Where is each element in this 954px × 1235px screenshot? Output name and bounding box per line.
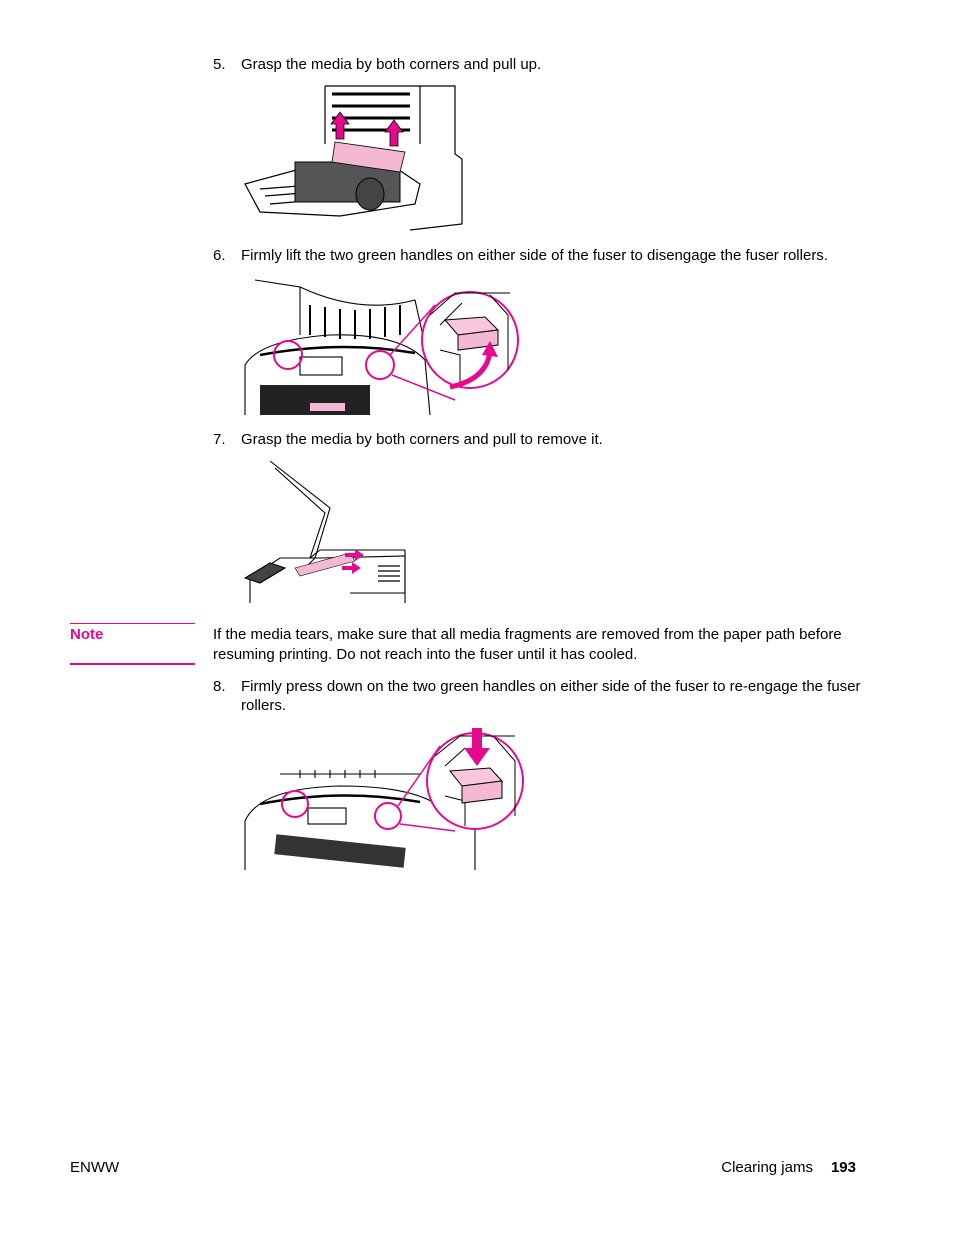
step-number: 8. [213,678,226,695]
note-label: Note [70,626,104,643]
step-number: 5. [213,56,226,73]
lift-handles-illustration [244,279,519,415]
note-bottom-rule [70,663,195,665]
step-text: Grasp the media by both corners and pull… [241,431,603,448]
step-text: Firmly lift the two green handles on eit… [241,247,828,264]
step-6: 6. Firmly lift the two green handles on … [213,246,873,265]
footer-section: Clearing jams [721,1159,813,1176]
remove-media-illustration [243,460,406,603]
page-number: 193 [830,1159,856,1176]
step-7: 7. Grasp the media by both corners and p… [213,430,873,449]
press-handles-illustration [244,728,524,870]
footer-right: Clearing jams 193 [721,1159,856,1176]
step-5: 5. Grasp the media by both corners and p… [213,55,873,74]
step-text: Firmly press down on the two green handl… [241,678,861,714]
step-text: Grasp the media by both corners and pull… [241,56,542,73]
pull-up-media-illustration [244,85,463,231]
note-top-rule [70,623,195,624]
footer-left: ENWW [70,1159,120,1176]
step-number: 6. [213,247,226,264]
step-number: 7. [213,431,226,448]
note-text: If the media tears, make sure that all m… [213,626,842,663]
step-8: 8. Firmly press down on the two green ha… [213,677,873,715]
